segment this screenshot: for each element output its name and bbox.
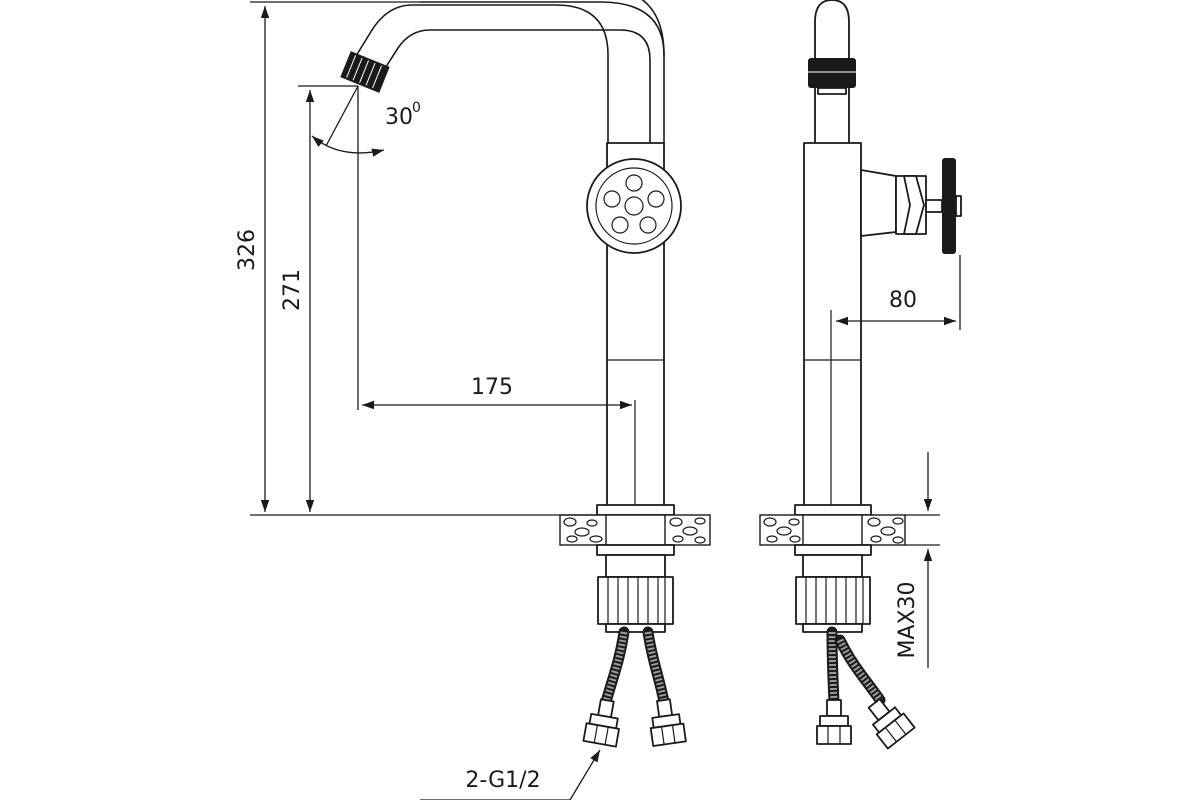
label-spout-height: 271 bbox=[280, 269, 305, 311]
side-shank bbox=[802, 554, 863, 578]
side-hoses bbox=[826, 626, 886, 708]
label-spout-angle-unit: 0 bbox=[412, 100, 421, 116]
label-spout-reach: 175 bbox=[471, 375, 513, 400]
front-base-flange bbox=[596, 504, 675, 516]
front-hoses bbox=[600, 626, 670, 708]
front-hose-fitting-left bbox=[582, 698, 620, 748]
side-aerator bbox=[808, 58, 856, 95]
label-handle-offset: 80 bbox=[889, 288, 917, 313]
front-shank bbox=[605, 554, 666, 578]
label-max-deck-thickness: MAX30 bbox=[895, 581, 920, 658]
side-body-column bbox=[803, 142, 862, 507]
angle-arc bbox=[311, 135, 385, 157]
side-handle bbox=[860, 158, 962, 254]
front-countertop-section bbox=[559, 514, 711, 546]
front-locking-nut bbox=[597, 576, 674, 633]
side-hose-fitting-angled bbox=[867, 698, 916, 750]
label-connection-thread: 2-G1/2 bbox=[465, 768, 540, 793]
label-spout-angle: 30 bbox=[385, 105, 413, 130]
thread-leader-arrow bbox=[569, 749, 601, 800]
side-locking-nut bbox=[795, 576, 871, 633]
side-base-flange bbox=[794, 504, 872, 516]
spout-angle-line bbox=[325, 85, 359, 147]
side-dimensions: 80 MAX30 bbox=[836, 255, 961, 668]
front-view bbox=[340, 0, 711, 748]
front-aerator bbox=[340, 51, 390, 93]
label-total-height: 326 bbox=[235, 229, 260, 271]
front-lock-washer bbox=[596, 544, 675, 556]
side-lock-washer bbox=[794, 544, 872, 556]
front-dimensions: 326 271 30 0 175 2-G1/2 bbox=[235, 1, 632, 800]
front-hose-fitting-right bbox=[649, 698, 687, 747]
front-handle bbox=[586, 158, 682, 254]
side-hose-fitting-straight bbox=[816, 699, 852, 745]
spout-tube bbox=[355, 0, 665, 146]
side-view bbox=[759, 0, 962, 750]
side-countertop-section bbox=[759, 514, 906, 546]
